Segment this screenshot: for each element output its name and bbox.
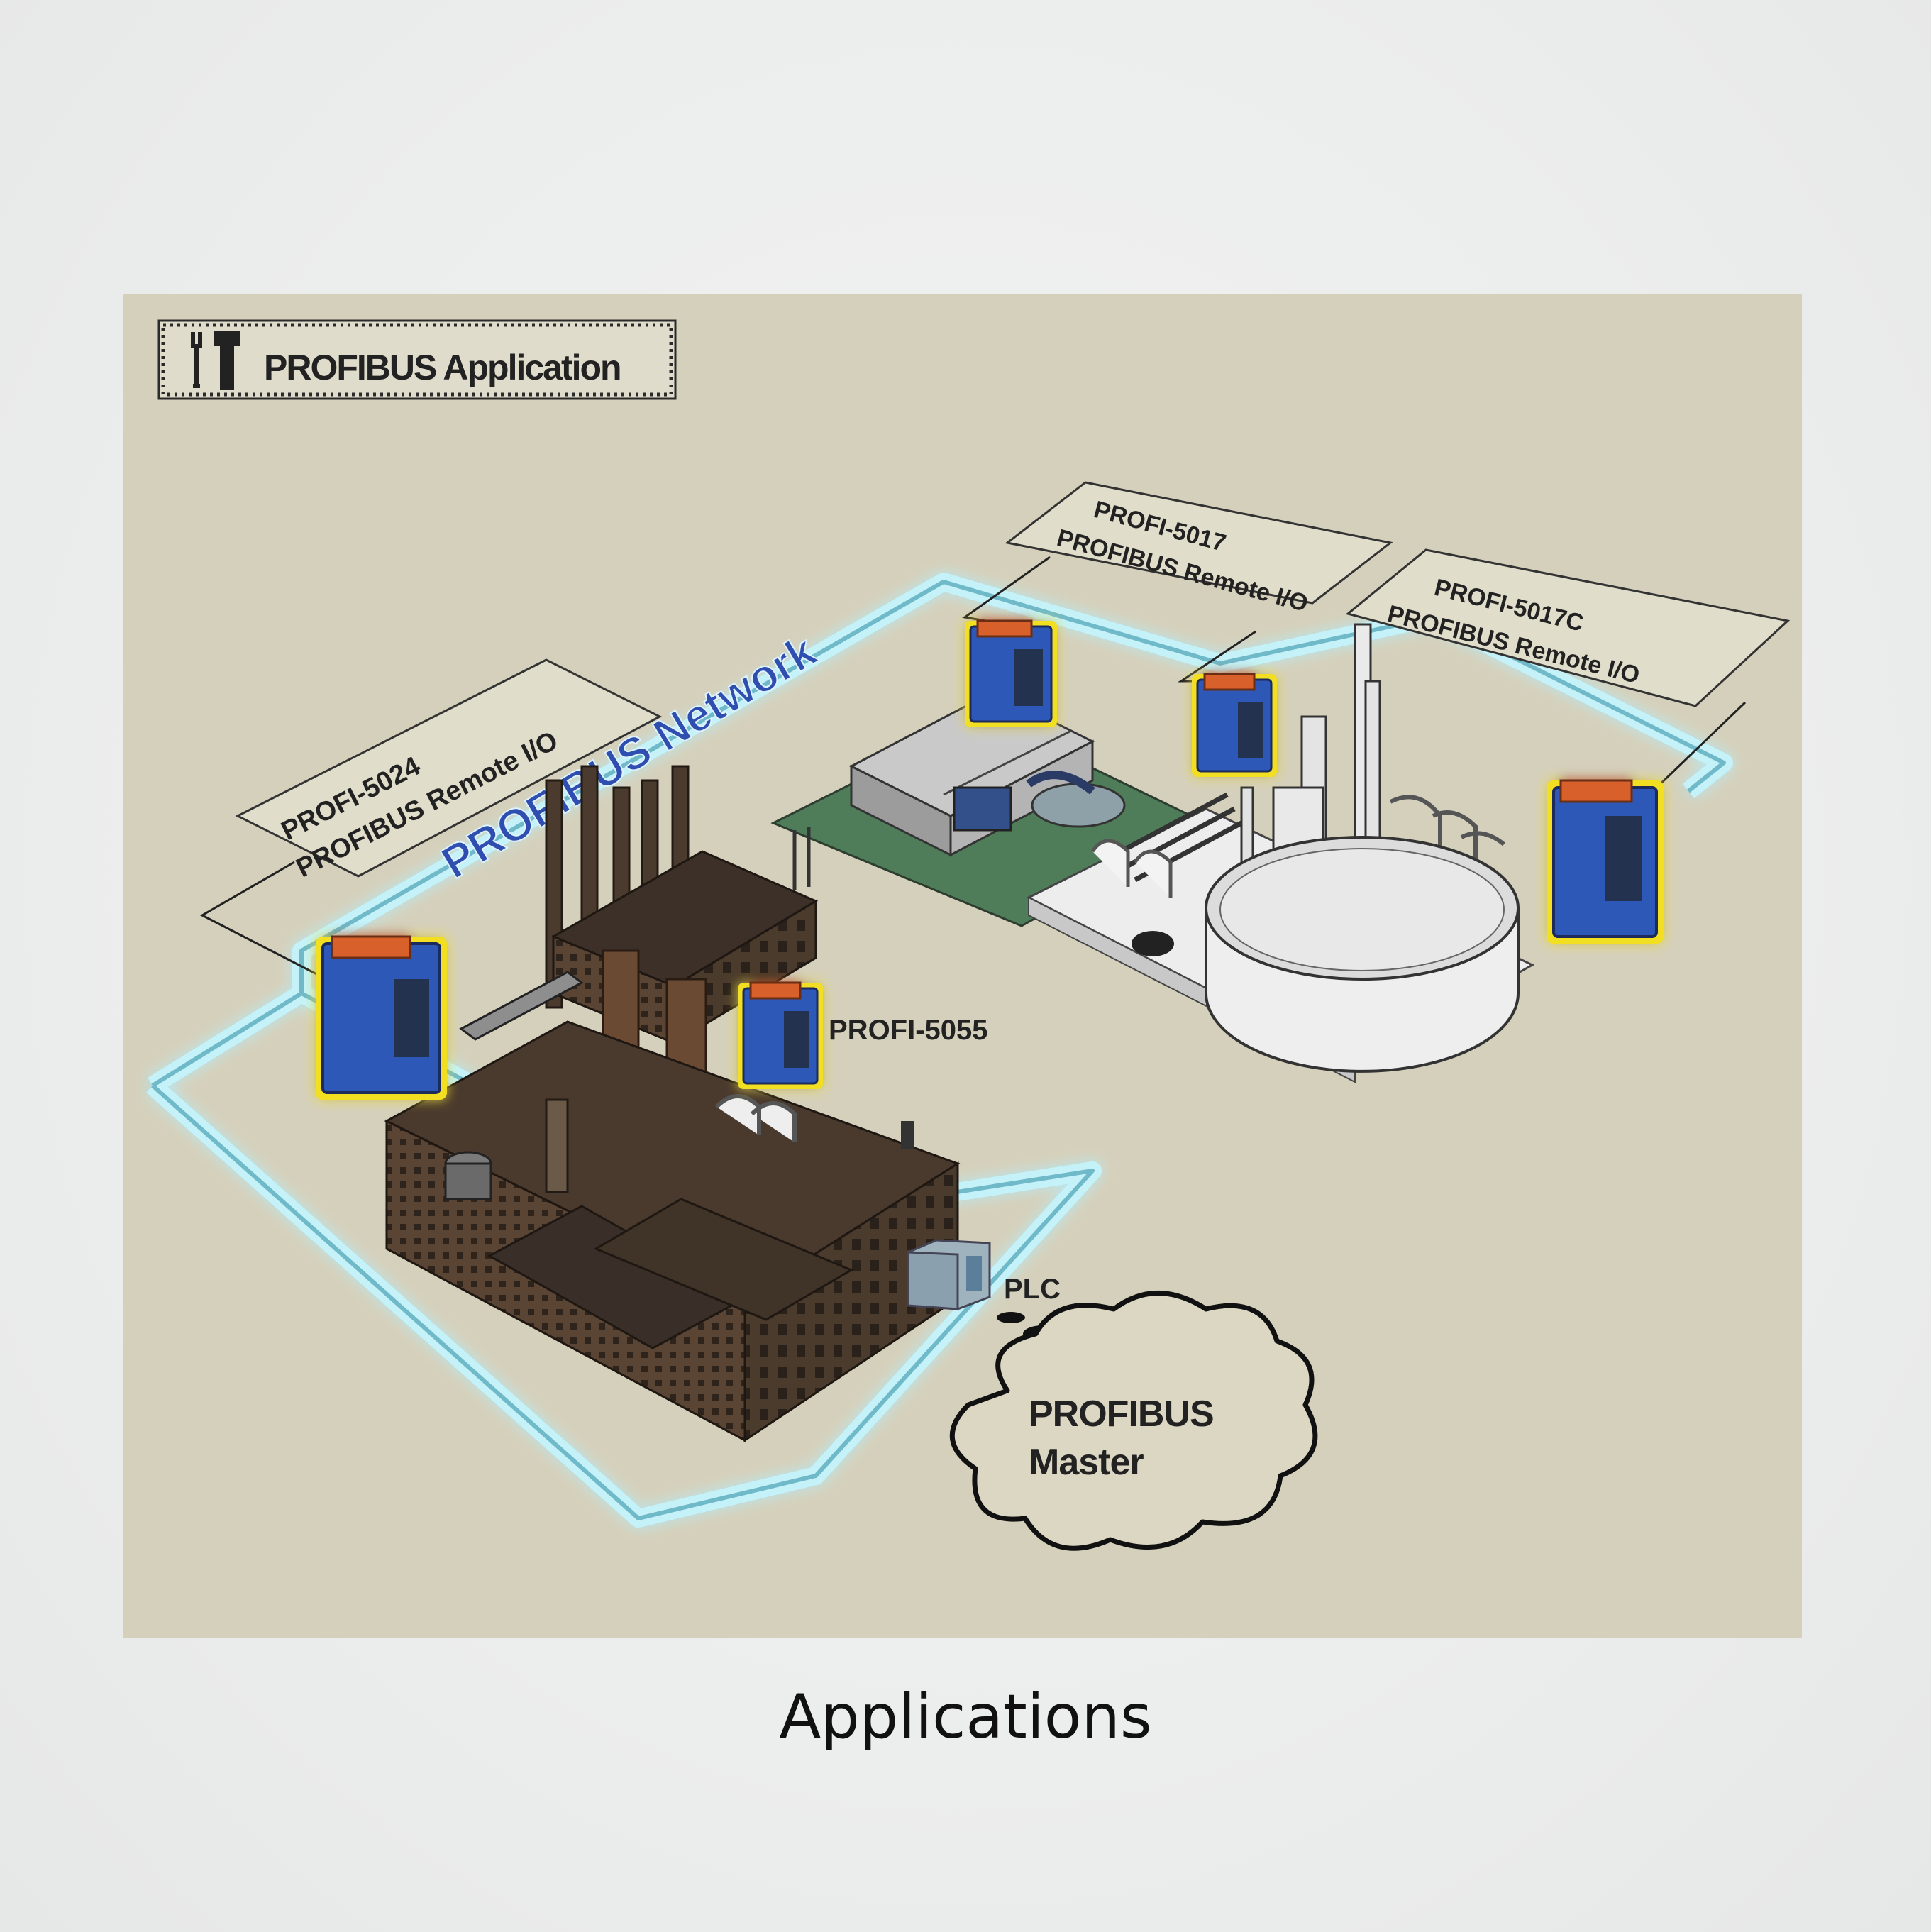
bubble-dot-small xyxy=(997,1312,1025,1323)
module-profi-5017c xyxy=(1192,673,1277,777)
tools-icon xyxy=(191,331,240,390)
module-profi-5055-label: PROFI-5055 xyxy=(829,1015,988,1046)
factory-building xyxy=(384,765,961,1442)
title-box-label: PROFIBUS Application xyxy=(264,348,621,387)
module-profi-5017-right xyxy=(1547,779,1664,944)
module-profi-5024 xyxy=(316,935,447,1100)
master-cloud: PROFIBUS Master xyxy=(949,1291,1318,1551)
master-cloud-line1: PROFIBUS xyxy=(1029,1393,1214,1435)
title-box: PROFIBUS Application xyxy=(157,319,677,400)
master-cloud-line2: Master xyxy=(1029,1442,1144,1483)
refinery-plant xyxy=(1026,623,1535,1083)
plc-device xyxy=(907,1239,991,1310)
module-profi-5017 xyxy=(965,619,1057,727)
caption: Applications xyxy=(779,1682,1152,1752)
module-profi-5055 xyxy=(738,981,823,1089)
plc-label: PLC xyxy=(1004,1274,1061,1305)
